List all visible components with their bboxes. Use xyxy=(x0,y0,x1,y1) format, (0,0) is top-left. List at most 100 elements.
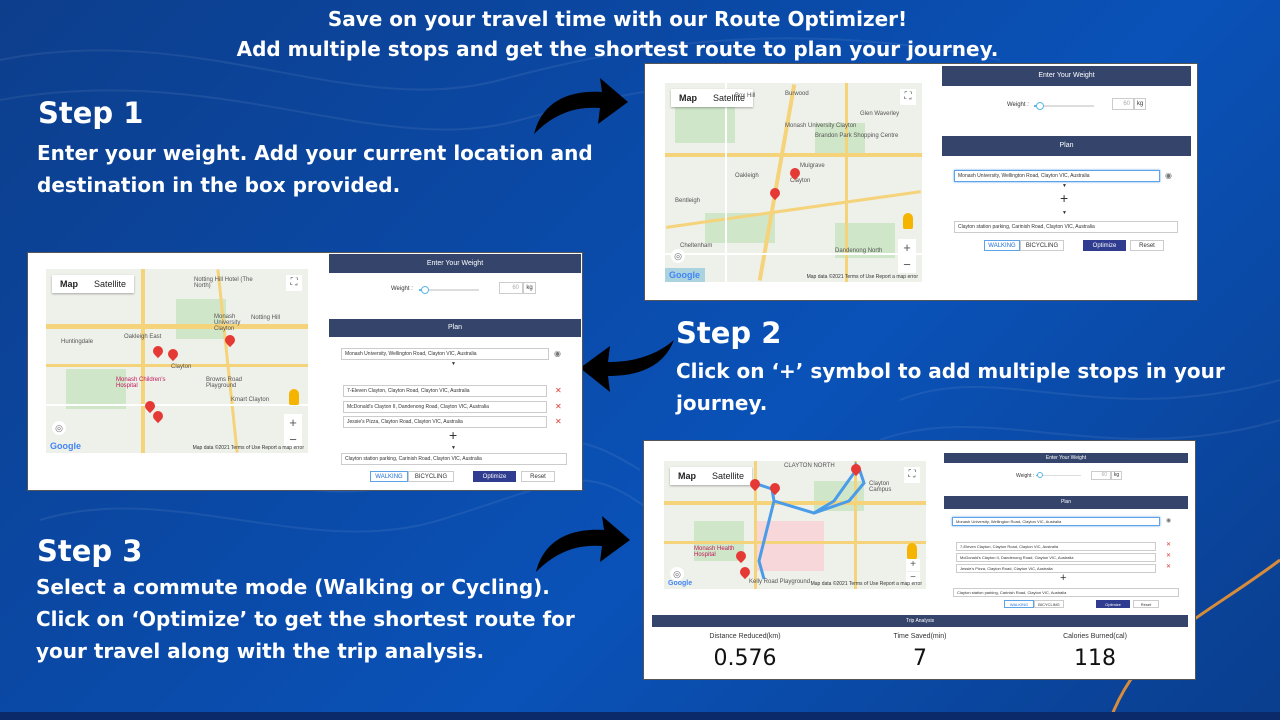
map-label: Mulgrave xyxy=(800,163,825,169)
add-stop-button[interactable]: + xyxy=(1060,572,1067,584)
bicycling-button[interactable]: BICYCLING xyxy=(408,471,454,482)
stat-label: Calories Burned(cal) xyxy=(1063,633,1127,640)
optimize-button[interactable]: Optimize xyxy=(1096,600,1130,608)
zoom-out-icon[interactable]: − xyxy=(906,572,920,584)
remove-stop-icon[interactable]: ✕ xyxy=(1166,553,1172,559)
map-tab[interactable]: Map xyxy=(678,471,696,481)
zoom-out-icon[interactable]: − xyxy=(898,256,916,273)
zoom-in-icon[interactable]: + xyxy=(898,239,916,256)
zoom-in-icon[interactable]: + xyxy=(284,414,302,431)
map-marker-icon[interactable] xyxy=(150,343,166,359)
add-stop-button[interactable]: + xyxy=(449,427,458,443)
weight-unit: kg xyxy=(523,282,536,294)
map-view[interactable]: Map Satellite ⛶ Burwood Glen Waverley Bo… xyxy=(665,83,922,282)
remove-stop-icon[interactable]: ✕ xyxy=(1166,564,1172,570)
weight-input[interactable]: 60 xyxy=(1091,471,1111,480)
pegman-icon[interactable] xyxy=(907,543,917,559)
walking-button[interactable]: WALKING xyxy=(984,240,1020,251)
headline-line-2: Add multiple stops and get the shortest … xyxy=(236,37,999,61)
map-view[interactable]: Map Satellite ⛶ Notting Hill Hotel (The … xyxy=(46,269,308,453)
locate-icon[interactable]: ◎ xyxy=(671,249,685,263)
destination-input[interactable]: Clayton station parking, Carinish Road, … xyxy=(954,221,1178,233)
map-tab[interactable]: Map xyxy=(60,279,78,289)
map-label: Oakleigh xyxy=(735,173,759,179)
map-label: Monash Health Hospital xyxy=(694,546,735,558)
weight-label: Weight : xyxy=(1016,473,1035,479)
weight-header: Enter Your Weight xyxy=(944,453,1188,463)
stop-input[interactable]: McDonald's Clayton II, Dandenong Road, C… xyxy=(956,553,1156,562)
origin-input[interactable]: Monash University, Wellington Road, Clay… xyxy=(341,348,549,360)
walking-button[interactable]: WALKING xyxy=(1004,600,1034,608)
weight-label: Weight : xyxy=(391,286,413,292)
reset-button[interactable]: Reset xyxy=(1130,240,1164,251)
map-label: Browns Road Playground xyxy=(206,377,243,389)
fullscreen-icon[interactable]: ⛶ xyxy=(900,89,916,105)
calories-burned-stat: Calories Burned(cal) 118 xyxy=(1006,627,1184,671)
zoom-in-icon[interactable]: + xyxy=(906,559,920,571)
curved-arrow-icon xyxy=(534,78,628,134)
add-stop-button[interactable]: + xyxy=(1060,190,1069,206)
headline: Save on your travel time with our Route … xyxy=(0,4,1235,64)
locate-icon[interactable]: ◎ xyxy=(52,421,66,435)
location-pin-icon[interactable]: ◉ xyxy=(1165,171,1172,180)
destination-input[interactable]: Clayton station parking, Carinish Road, … xyxy=(341,453,567,465)
step-2-desc-line: journey. xyxy=(676,391,768,415)
reset-button[interactable]: Reset xyxy=(1133,600,1159,608)
time-saved-stat: Time Saved(min) 7 xyxy=(831,627,1009,671)
fullscreen-icon[interactable]: ⛶ xyxy=(904,467,920,483)
optimize-button[interactable]: Optimize xyxy=(473,471,516,482)
location-pin-icon[interactable]: ◉ xyxy=(554,349,561,358)
map-tab[interactable]: Map xyxy=(679,93,697,103)
remove-stop-icon[interactable]: ✕ xyxy=(555,402,562,411)
stop-input[interactable]: 7-Eleven Clayton, Clayton Road, Clayton … xyxy=(956,542,1156,551)
pegman-icon[interactable] xyxy=(903,213,913,229)
map-marker-icon[interactable] xyxy=(165,346,181,362)
google-logo: Google xyxy=(669,270,700,280)
remove-stop-icon[interactable]: ✕ xyxy=(1166,542,1172,548)
map-view[interactable]: Map Satellite ⛶ CLAYTON NORTH Monash Hea… xyxy=(664,461,926,589)
optimize-button[interactable]: Optimize xyxy=(1083,240,1126,251)
stop-input[interactable]: 7-Eleven Clayton, Clayton Road, Clayton … xyxy=(343,385,547,397)
reset-button[interactable]: Reset xyxy=(521,471,555,482)
map-marker-icon[interactable] xyxy=(150,408,166,424)
plan-header: Plan xyxy=(329,319,581,337)
zoom-out-icon[interactable]: − xyxy=(284,431,302,448)
bicycling-button[interactable]: BICYCLING xyxy=(1020,240,1064,251)
stat-label: Distance Reduced(km) xyxy=(709,633,781,640)
map-credits: Map data ©2021 Terms of Use Report a map… xyxy=(806,274,918,280)
destination-input[interactable]: Clayton station parking, Carinish Road, … xyxy=(953,588,1179,597)
locate-icon[interactable]: ◎ xyxy=(670,567,684,581)
step-2-desc-line: Click on ‘+’ symbol to add multiple stop… xyxy=(676,359,1225,383)
weight-input[interactable]: 60 xyxy=(499,282,523,294)
stat-value: 118 xyxy=(1074,646,1116,671)
weight-slider[interactable] xyxy=(419,286,479,294)
headline-line-1: Save on your travel time with our Route … xyxy=(327,7,908,31)
step-1-description: Enter your weight. Add your current loca… xyxy=(37,137,593,201)
map-marker-icon[interactable] xyxy=(767,185,783,201)
location-pin-icon[interactable]: ◉ xyxy=(1166,518,1172,524)
satellite-tab[interactable]: Satellite xyxy=(712,471,745,481)
weight-slider[interactable] xyxy=(1036,472,1081,478)
remove-stop-icon[interactable]: ✕ xyxy=(555,417,562,426)
stop-input[interactable]: McDonald's Clayton II, Dandenong Road, C… xyxy=(343,401,547,413)
map-credits: Map data ©2021 Terms of Use Report a map… xyxy=(810,581,922,587)
satellite-tab[interactable]: Satellite xyxy=(713,93,746,103)
remove-stop-icon[interactable]: ✕ xyxy=(555,386,562,395)
trip-analysis-panel: Trip Analysis Distance Reduced(km) 0.576… xyxy=(652,615,1188,679)
satellite-tab[interactable]: Satellite xyxy=(94,279,127,289)
bicycling-button[interactable]: BICYCLING xyxy=(1034,600,1064,608)
chevron-down-icon: ▼ xyxy=(1062,210,1067,216)
origin-input[interactable]: Monash University, Wellington Road, Clay… xyxy=(952,517,1160,526)
step-2-title: Step 2 xyxy=(676,316,782,350)
stop-input[interactable]: Jessie's Pizza, Clayton Road, Clayton VI… xyxy=(343,416,547,428)
weight-panel: Enter Your Weight Weight : 60 kg xyxy=(329,254,581,314)
pegman-icon[interactable] xyxy=(289,389,299,405)
stop-input[interactable]: Jessie's Pizza, Clayton Road, Clayton VI… xyxy=(956,564,1156,573)
origin-input[interactable]: Monash University, Wellington Road, Clay… xyxy=(954,170,1160,182)
map-credits: Map data ©2021 Terms of Use Report a map… xyxy=(192,445,304,451)
walking-button[interactable]: WALKING xyxy=(370,471,408,482)
map-type-tabs: Map Satellite xyxy=(671,89,754,107)
weight-input[interactable]: 60 xyxy=(1112,98,1134,110)
weight-slider[interactable] xyxy=(1034,102,1094,110)
fullscreen-icon[interactable]: ⛶ xyxy=(286,275,302,291)
